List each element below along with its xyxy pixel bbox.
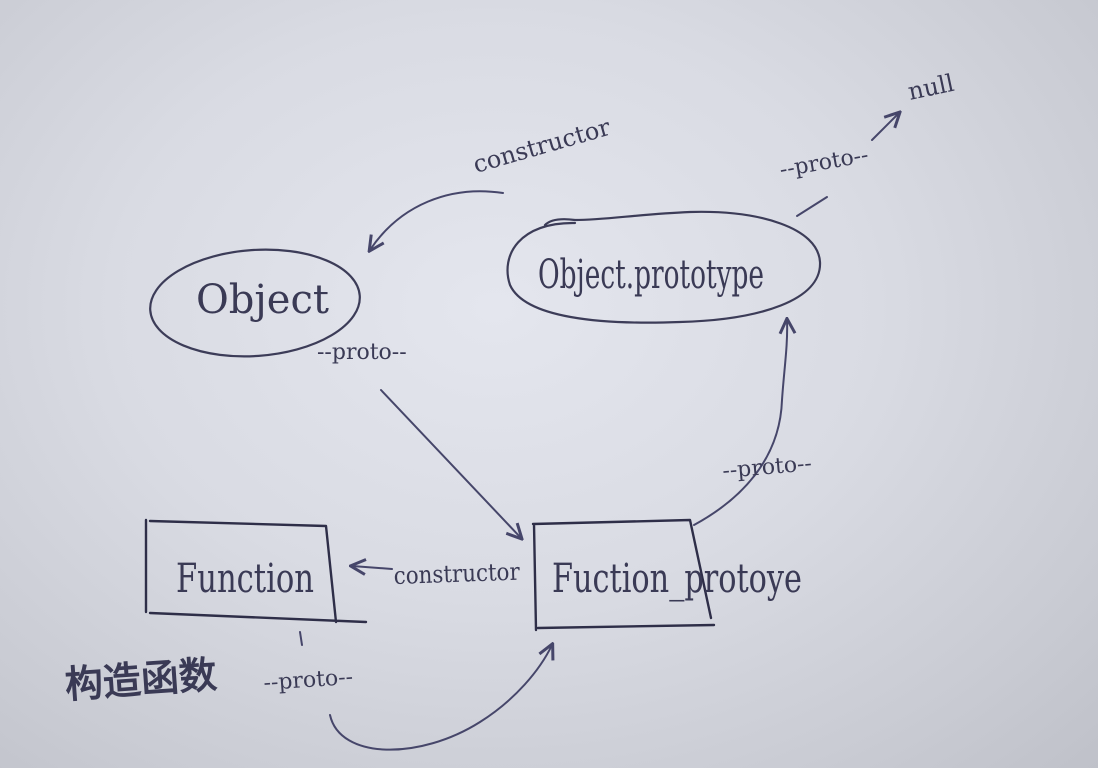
object-node-label: Object <box>196 277 329 323</box>
proto-arrow-object-to-function-prototype <box>380 389 521 538</box>
constructor-label-mid: constructor <box>393 558 520 590</box>
proto-label-function-prototype: --proto-- <box>721 451 813 484</box>
null-label: null <box>905 69 956 106</box>
proto-tick-function <box>299 631 303 646</box>
proto-label-object: --proto-- <box>317 340 407 365</box>
constructor-arrow-top <box>370 190 504 250</box>
constructor-arrow-mid <box>352 566 393 569</box>
object-prototype-node-label: Object.prototype <box>538 252 764 298</box>
constructor-label-top: constructor <box>470 113 614 179</box>
proto-label-function: --proto-- <box>263 665 354 696</box>
function-note-label: 构造函数 <box>64 652 219 706</box>
proto-label-object-prototype: --proto-- <box>778 143 871 183</box>
proto-arrow-function-to-function-prototype <box>329 645 552 751</box>
proto-line-object-prototype-to-null <box>796 196 828 217</box>
function-prototype-node-label: Fuction_protoye <box>552 556 802 602</box>
proto-arrow-to-null <box>871 113 899 141</box>
object-node-ellipse <box>149 248 361 358</box>
function-node-box <box>144 518 368 624</box>
proto-arrow-function-prototype-to-object-prototype <box>693 320 787 526</box>
object-prototype-node-ellipse <box>506 210 822 324</box>
function-node-label: Function <box>176 556 314 602</box>
function-prototype-node-box <box>531 518 716 632</box>
